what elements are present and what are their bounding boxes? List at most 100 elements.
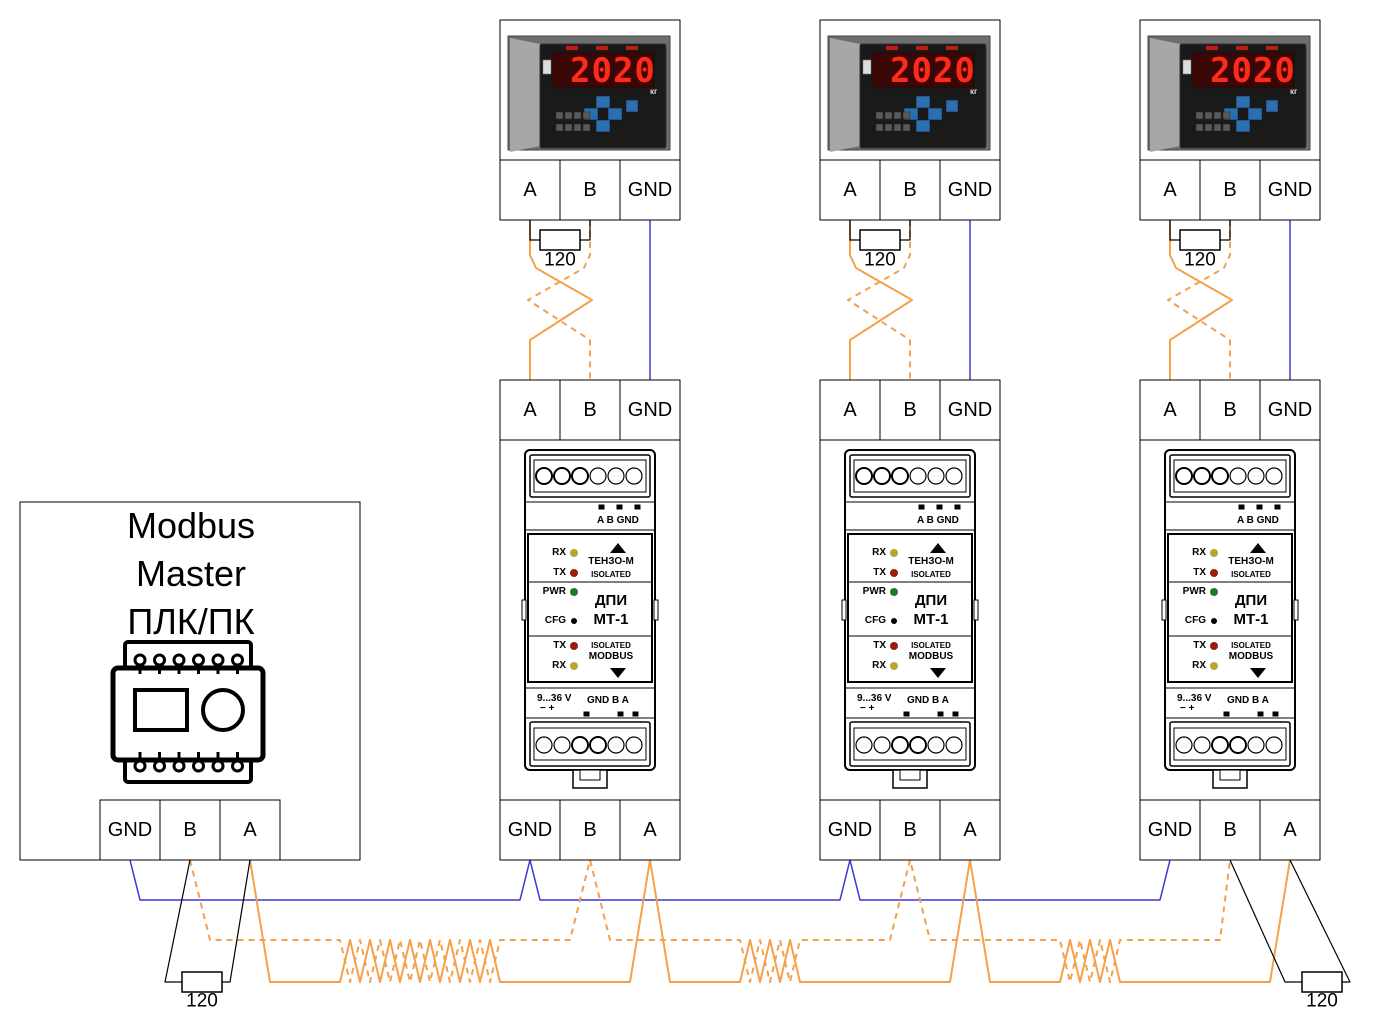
din-module-screw bbox=[1229, 467, 1247, 485]
plc-icon-top-pin bbox=[133, 653, 147, 667]
indicator-led-tab bbox=[1266, 46, 1278, 50]
din-module-screw bbox=[1265, 736, 1283, 754]
din-module-screw bbox=[1247, 736, 1265, 754]
led-tx-top bbox=[570, 569, 578, 577]
din-module-port-pin bbox=[1256, 504, 1263, 510]
din-module-screw bbox=[571, 736, 589, 754]
din-module-2 bbox=[841, 449, 979, 789]
din-module-side-clip bbox=[973, 599, 979, 621]
indicator-small-key bbox=[1213, 111, 1222, 120]
din-module-screw bbox=[1193, 736, 1211, 754]
din-module-screw bbox=[607, 736, 625, 754]
din-module-arrow-down bbox=[930, 668, 946, 678]
din-module-port-pin bbox=[1274, 504, 1281, 510]
indicator-termination-resistor-2 bbox=[859, 229, 901, 251]
indicator-display-window bbox=[551, 51, 655, 89]
indicator-small-key bbox=[582, 123, 591, 132]
weighing-indicator-image-2 bbox=[827, 35, 991, 152]
din-module-screw bbox=[1211, 736, 1229, 754]
din-module-screw bbox=[607, 467, 625, 485]
din-module-port-pin bbox=[1223, 711, 1230, 717]
master-terminal-gnd bbox=[99, 799, 161, 861]
indicator-display-window bbox=[871, 51, 975, 89]
indicator-led-tab bbox=[886, 46, 898, 50]
din-module-screw bbox=[855, 467, 873, 485]
din-module-1 bbox=[521, 449, 659, 789]
led-rx-top bbox=[570, 549, 578, 557]
plc-icon bbox=[110, 640, 266, 784]
din-module-front-label bbox=[527, 533, 653, 683]
indicator-small-key bbox=[1213, 123, 1222, 132]
din-module-screw bbox=[909, 467, 927, 485]
indicator-side-panel bbox=[510, 38, 540, 152]
din-module-port-pin bbox=[632, 711, 639, 717]
indicator-key-down bbox=[1235, 119, 1251, 133]
indicator-small-key bbox=[1195, 123, 1204, 132]
indicator-led-tab bbox=[1236, 46, 1248, 50]
indicator-led-tab bbox=[916, 46, 928, 50]
weighing-indicator-image-3 bbox=[1147, 35, 1311, 152]
din-module-screw bbox=[535, 467, 553, 485]
resistor-lead-a bbox=[529, 220, 540, 241]
indicator-small-key bbox=[884, 111, 893, 120]
din-module-port-pin bbox=[616, 504, 623, 510]
indicator-small-key bbox=[1222, 111, 1231, 120]
indicator-small-key bbox=[555, 111, 564, 120]
b-bus bbox=[189, 859, 1231, 983]
indicator-key-aux bbox=[1265, 99, 1279, 113]
din-module-screw bbox=[1211, 467, 1229, 485]
din-module-port-pin bbox=[936, 504, 943, 510]
indicator-key-up bbox=[915, 95, 931, 109]
din-module-screw bbox=[625, 736, 643, 754]
indicator-led-tab bbox=[596, 46, 608, 50]
indicator-small-key bbox=[884, 123, 893, 132]
indicator-termination-resistor-1 bbox=[539, 229, 581, 251]
din-module-screw bbox=[1247, 467, 1265, 485]
indicator-small-key bbox=[875, 111, 884, 120]
indicator-small-key bbox=[1204, 123, 1213, 132]
led-pwr bbox=[1210, 588, 1218, 596]
din-module-screw bbox=[1193, 467, 1211, 485]
indicator-led-tab bbox=[946, 46, 958, 50]
plc-icon-top-pin bbox=[211, 653, 225, 667]
din-module-arrow-up bbox=[930, 543, 946, 553]
din-module-screw bbox=[927, 467, 945, 485]
din-module-screw bbox=[945, 736, 963, 754]
indicator-small-key bbox=[582, 111, 591, 120]
b-wire-twisted-3 bbox=[1167, 220, 1231, 380]
b-wire-twisted-2 bbox=[847, 220, 911, 380]
indicator-led-tab bbox=[566, 46, 578, 50]
din-module-side-clip bbox=[653, 599, 659, 621]
indicator-key-aux bbox=[945, 99, 959, 113]
din-module-screw bbox=[589, 467, 607, 485]
indicator-badge bbox=[862, 59, 872, 75]
led-tx-bottom bbox=[1210, 642, 1218, 650]
din-module-screw bbox=[909, 736, 927, 754]
din-module-arrow-down bbox=[1250, 668, 1266, 678]
din-module-3 bbox=[1161, 449, 1299, 789]
din-module-screw bbox=[873, 736, 891, 754]
din-module-screw bbox=[891, 467, 909, 485]
din-module-port-pin bbox=[634, 504, 641, 510]
din-module-port-pin bbox=[1238, 504, 1245, 510]
indicator-small-key bbox=[1222, 123, 1231, 132]
plc-icon-top-pin bbox=[231, 653, 244, 667]
din-module-screw bbox=[855, 736, 873, 754]
resistor-lead-b bbox=[900, 220, 911, 241]
indicator-small-key bbox=[902, 111, 911, 120]
master-resistor-lead-b bbox=[164, 859, 191, 983]
indicator-key-up bbox=[1235, 95, 1251, 109]
din-module-latch-inner bbox=[899, 769, 921, 781]
plc-icon-bottom-pin bbox=[192, 759, 205, 773]
end-termination-resistor bbox=[1301, 971, 1343, 993]
indicator-small-key bbox=[573, 111, 582, 120]
indicator-key-up bbox=[595, 95, 611, 109]
resistor-lead-a bbox=[1169, 220, 1180, 241]
b-wire-twisted-1 bbox=[527, 220, 591, 380]
din-module-port-pin bbox=[583, 711, 590, 717]
din-module-screw bbox=[1229, 736, 1247, 754]
led-tx-bottom bbox=[890, 642, 898, 650]
indicator-display-window bbox=[1191, 51, 1295, 89]
led-tx-top bbox=[1210, 569, 1218, 577]
